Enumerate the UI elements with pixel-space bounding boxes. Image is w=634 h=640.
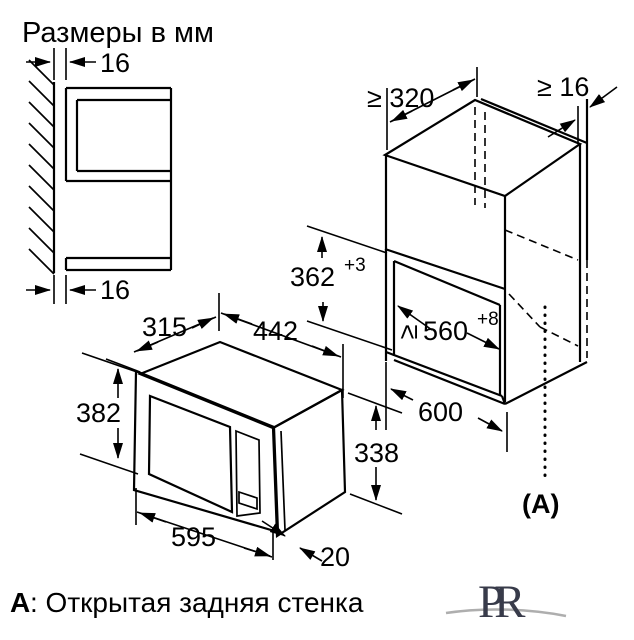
dim-mw-height: 382	[76, 352, 141, 475]
cabinet-section-profile	[64, 86, 173, 272]
dim-wall-gap-top: 16	[26, 48, 130, 80]
dim-mw-body-height: 338	[347, 392, 403, 515]
dim-mw-body-height-label: 338	[354, 438, 399, 468]
dim-niche-width-label: 560	[423, 316, 468, 346]
niche-top-lip	[393, 259, 501, 307]
microwave-frame-edge	[280, 430, 286, 531]
microwave-drawing: 315 442 382 338 59	[76, 293, 403, 572]
dim-niche-width-prefix: ≥	[393, 325, 423, 340]
dim-niche-width: ≥ 560 +8	[393, 305, 500, 350]
dim-rear-wall-gap: ≥ 16	[537, 72, 618, 144]
dim-mw-front-width-label: 595	[171, 522, 216, 552]
cabinet-panel-bottom-edge	[384, 247, 506, 291]
dim-mw-body-width: 442	[220, 312, 344, 398]
dim-mw-depth-label: 315	[142, 312, 187, 342]
dim-niche-width-tolerance: +8	[477, 309, 499, 330]
microwave-right-face	[271, 388, 347, 538]
wall-profile-drawing: 16 16	[26, 48, 173, 305]
dim-niche-height-label: 362	[290, 262, 335, 292]
microwave-control-panel	[235, 429, 261, 517]
cabinet-back-top-edge	[480, 97, 588, 145]
dim-rear-wall-gap-label: ≥ 16	[537, 72, 589, 102]
dim-niche-height-tolerance: +3	[344, 255, 366, 276]
microwave-display	[238, 490, 258, 511]
dim-mw-front-width: 595	[135, 488, 274, 560]
dim-cabinet-depth-label: 600	[418, 397, 463, 427]
cabinet-drawing: ≥ 320 ≥ 16 362 +3 ≥ 560 +8	[290, 67, 618, 519]
wall-hatching	[28, 59, 55, 275]
dim-mw-frame-overhang: 20	[261, 520, 350, 572]
watermark-swoosh	[445, 608, 567, 618]
cabinet-hidden-edges	[474, 107, 579, 347]
dim-wall-gap-bottom-label: 16	[100, 275, 130, 305]
dim-wall-gap-bottom: 16	[26, 275, 130, 305]
dim-cabinet-depth: 600	[385, 362, 508, 452]
dim-mw-depth: 315	[105, 293, 220, 373]
watermark-text: PR	[478, 576, 526, 628]
microwave-door-window	[147, 394, 234, 514]
niche-shelf	[385, 350, 588, 406]
dim-mw-frame-overhang-label: 20	[320, 542, 350, 572]
dim-mw-height-label: 382	[76, 398, 121, 428]
cabinet-top-face	[382, 98, 583, 198]
dim-top-clearance: ≥ 320	[367, 67, 478, 150]
dim-wall-gap-top-label: 16	[100, 48, 130, 78]
caption: A : Открытая задняя стенка	[10, 587, 364, 618]
dim-mw-body-width-label: 442	[253, 316, 298, 346]
page-title: Размеры в мм	[22, 17, 214, 49]
dim-niche-height: 362 +3	[290, 225, 393, 351]
caption-key: A	[10, 587, 30, 618]
watermark-logo: PR	[445, 576, 567, 628]
dim-top-clearance-label: ≥ 320	[367, 83, 434, 113]
back-wall-marker-label: (A)	[522, 489, 559, 519]
caption-text: : Открытая задняя стенка	[30, 587, 364, 618]
